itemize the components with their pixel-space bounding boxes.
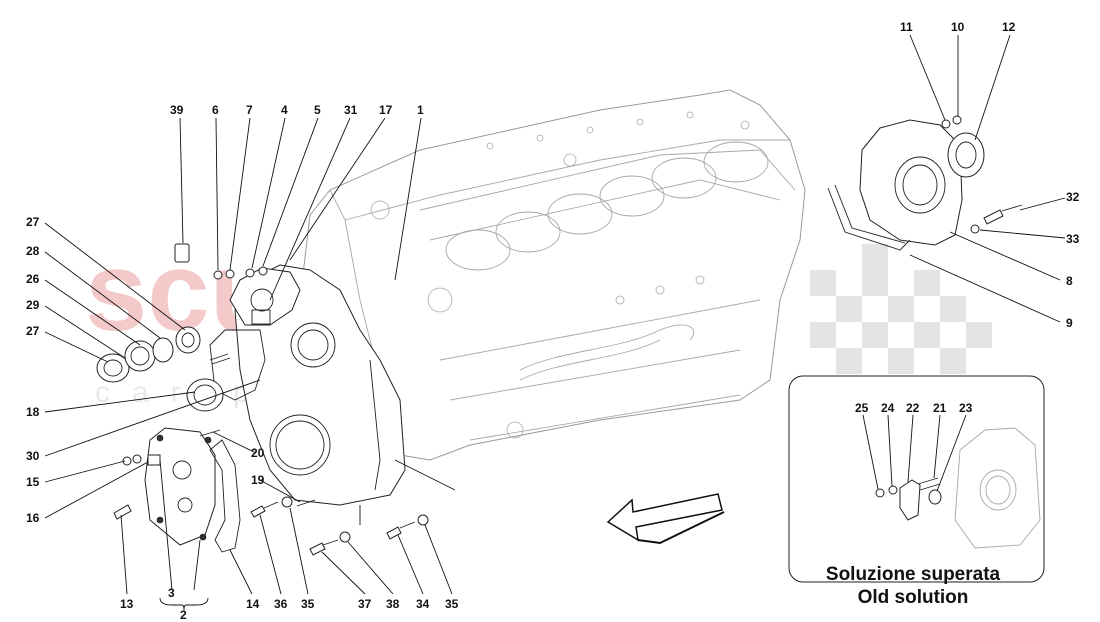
callout-32: 32: [1066, 190, 1080, 204]
inset-old-solution: Soluzione superata Old solution: [788, 375, 1045, 608]
callout-38: 38: [386, 597, 400, 611]
callout-35-right: 35: [445, 597, 459, 611]
cylinder-bores: [445, 141, 769, 271]
callout-19: 19: [251, 473, 265, 487]
callout-10: 10: [951, 20, 965, 34]
callout-24: 24: [881, 401, 895, 415]
callout-11: 11: [900, 20, 913, 34]
direction-arrow-icon: [606, 493, 725, 545]
callout-27-top: 27: [26, 215, 40, 229]
callout-28: 28: [26, 244, 40, 258]
callout-labels: 39 6 7 4 5 31 17 1 11 10 12 32 33 8 9 27…: [26, 20, 1080, 622]
callout-5: 5: [314, 103, 321, 117]
callout-36: 36: [274, 597, 288, 611]
callout-35-left: 35: [301, 597, 315, 611]
callout-9: 9: [1066, 316, 1073, 330]
callout-15: 15: [26, 475, 40, 489]
callout-39: 39: [170, 103, 184, 117]
callout-3: 3: [168, 586, 175, 600]
callout-30: 30: [26, 449, 40, 463]
callout-18: 18: [26, 405, 40, 419]
callout-23: 23: [959, 401, 973, 415]
callout-17: 17: [379, 103, 393, 117]
callout-7: 7: [246, 103, 253, 117]
callout-22: 22: [906, 401, 920, 415]
callout-37: 37: [358, 597, 372, 611]
fasteners: [113, 243, 429, 556]
callout-1: 1: [417, 103, 424, 117]
callout-8: 8: [1066, 274, 1073, 288]
callout-4: 4: [281, 103, 288, 117]
callout-26: 26: [26, 272, 40, 286]
callout-31: 31: [344, 103, 358, 117]
callout-13: 13: [120, 597, 134, 611]
callout-25: 25: [855, 401, 869, 415]
callout-20: 20: [251, 446, 265, 460]
rear-cover: [827, 115, 1023, 251]
inset-title-it: Soluzione superata: [826, 564, 1001, 585]
callout-33: 33: [1066, 232, 1080, 246]
inset-title-en: Old solution: [858, 587, 969, 608]
pump-gasket: [209, 439, 241, 553]
block-holes: [370, 111, 750, 439]
callout-6: 6: [212, 103, 219, 117]
leader-lines: [44, 34, 1066, 611]
callout-12: 12: [1002, 20, 1016, 34]
callout-2: 2: [180, 608, 187, 622]
callout-21: 21: [933, 401, 947, 415]
callout-29: 29: [26, 298, 40, 312]
callout-34: 34: [416, 597, 430, 611]
callout-14: 14: [246, 597, 260, 611]
pump-cover: [144, 427, 216, 546]
callout-27-bot: 27: [26, 324, 40, 338]
checkered-flag-icon: [810, 244, 992, 374]
callout-16: 16: [26, 511, 40, 525]
